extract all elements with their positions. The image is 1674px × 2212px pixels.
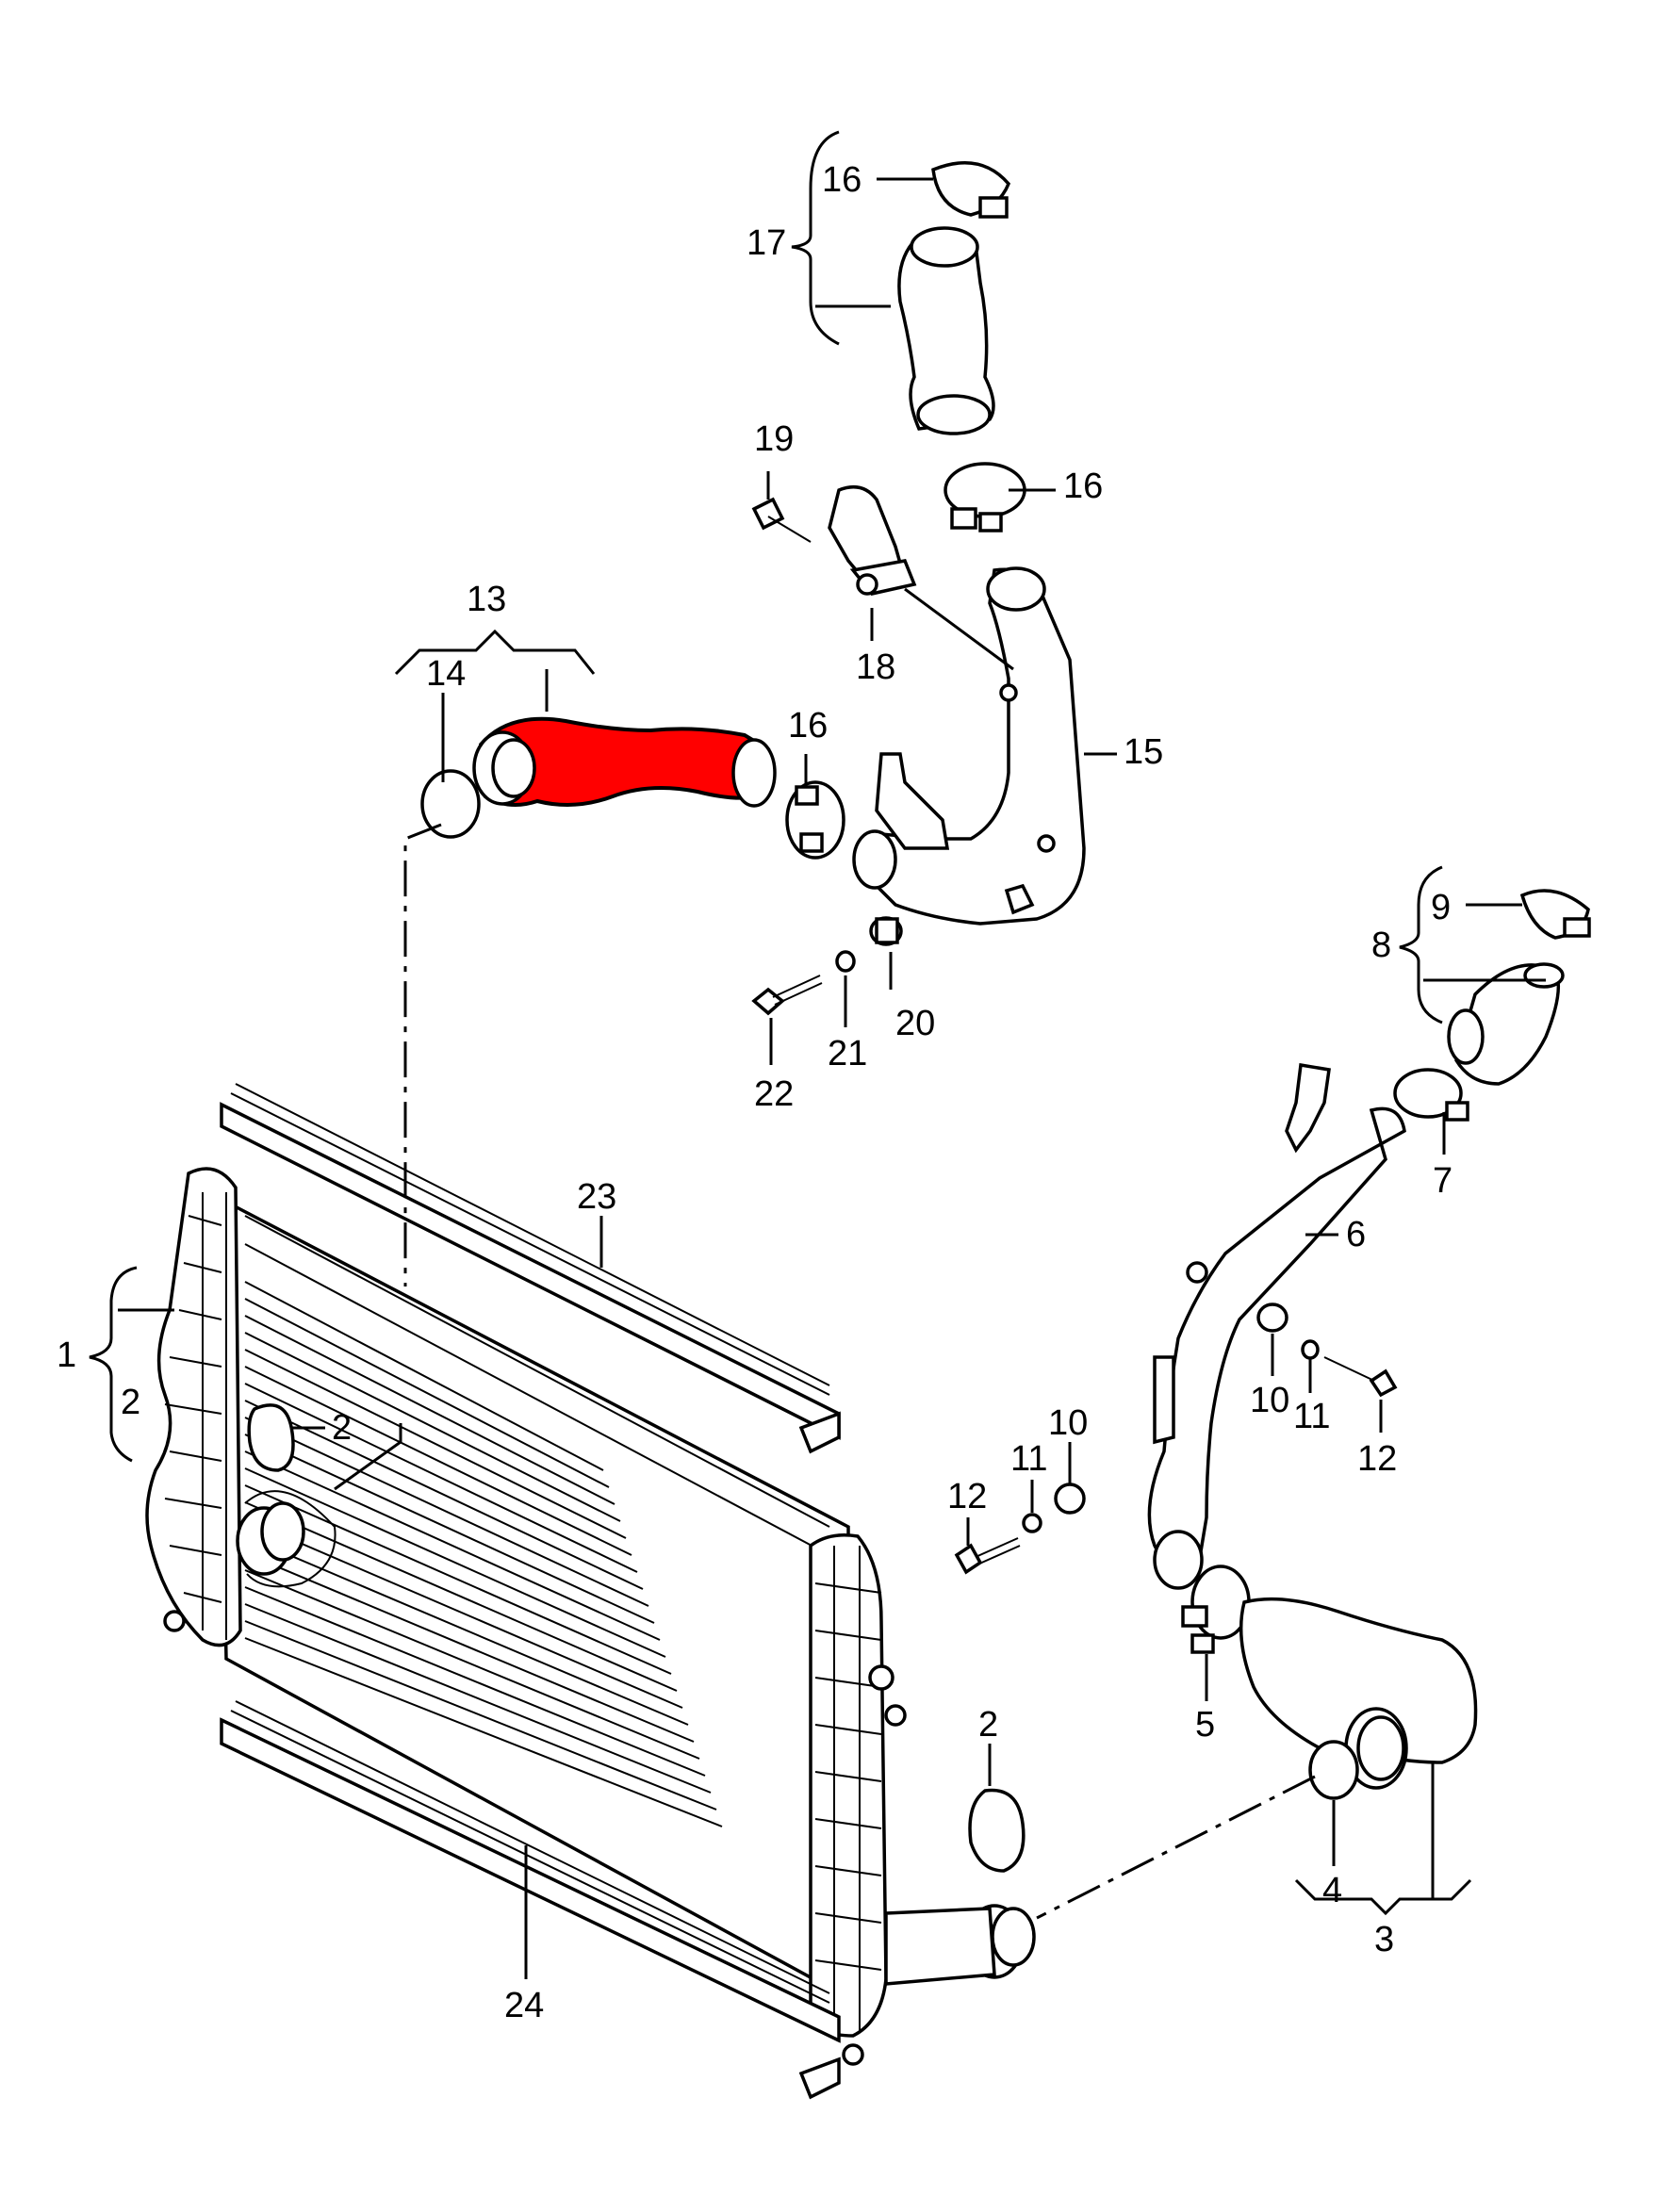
charge-air-hose-highlighted[interactable]	[472, 716, 777, 808]
callout-16-middle: 16	[788, 706, 828, 746]
callout-10-left: 10	[1048, 1403, 1088, 1443]
callout-12-right: 12	[1357, 1439, 1397, 1479]
callout-22: 22	[754, 1074, 794, 1114]
callout-2-bracket: 2	[121, 1383, 140, 1422]
upper-air-guide-rail[interactable]	[220, 1083, 841, 1454]
callout-7: 7	[1433, 1161, 1452, 1201]
small-charge-air-hose[interactable]	[1447, 962, 1565, 1086]
callout-20: 20	[895, 1004, 935, 1043]
bolt[interactable]	[751, 497, 812, 543]
upper-charge-air-hose[interactable]	[897, 226, 995, 435]
o-ring[interactable]	[1308, 1740, 1359, 1800]
callout-1: 1	[57, 1335, 76, 1375]
washer[interactable]	[835, 950, 856, 973]
hose-clamp[interactable]	[931, 161, 1011, 219]
o-ring[interactable]	[420, 769, 481, 839]
callout-23: 23	[577, 1177, 616, 1217]
intercooler[interactable]	[145, 1167, 1036, 2066]
charge-air-pipe[interactable]	[852, 566, 1086, 926]
callout-16-top: 16	[822, 160, 862, 200]
callout-24: 24	[504, 1986, 544, 2025]
hose-clamp[interactable]	[1393, 1068, 1469, 1122]
callout-4: 4	[1322, 1871, 1342, 1910]
bolt[interactable]	[954, 1537, 1021, 1575]
rubber-mount[interactable]	[1054, 1483, 1086, 1515]
callout-10-right: 10	[1250, 1381, 1289, 1420]
hose-clamp[interactable]	[785, 780, 845, 860]
callout-2-gasket: 2	[332, 1408, 352, 1448]
callout-5: 5	[1195, 1705, 1215, 1745]
washer[interactable]	[1022, 1513, 1042, 1533]
callout-18: 18	[856, 647, 895, 687]
callout-8: 8	[1371, 926, 1391, 965]
hose-clamp[interactable]	[944, 462, 1026, 533]
bolt[interactable]	[1323, 1356, 1398, 1398]
callout-17: 17	[747, 223, 786, 263]
callout-16-right: 16	[1063, 467, 1103, 506]
callout-12-left: 12	[947, 1477, 987, 1516]
pressure-sensor[interactable]	[828, 484, 917, 596]
rubber-mount[interactable]	[1256, 1303, 1288, 1333]
rubber-mount[interactable]	[869, 916, 903, 946]
callout-13: 13	[467, 580, 506, 619]
callout-6: 6	[1346, 1215, 1366, 1254]
callout-3: 3	[1374, 1920, 1394, 1959]
callout-2-lower: 2	[978, 1705, 998, 1745]
callout-15: 15	[1124, 732, 1163, 772]
callout-9: 9	[1431, 888, 1451, 927]
callout-14: 14	[426, 654, 466, 694]
callout-11-left: 11	[1010, 1439, 1047, 1479]
lower-air-guide-rail[interactable]	[220, 1700, 841, 2100]
callout-labels: 16 17 19 16 13 14 18 16 15 20 21 22 9 8 …	[57, 160, 1452, 2025]
washer[interactable]	[1301, 1339, 1320, 1360]
gasket[interactable]	[968, 1788, 1026, 1873]
gasket[interactable]	[247, 1403, 295, 1472]
charge-air-pipe-lower[interactable]	[1147, 1062, 1406, 1590]
bolt[interactable]	[751, 975, 823, 1016]
hose-clamp[interactable]	[1519, 889, 1591, 940]
callout-19: 19	[754, 419, 794, 459]
lower-charge-air-hose[interactable]	[1239, 1597, 1478, 1790]
hose-clamp[interactable]	[1181, 1565, 1251, 1654]
callout-21: 21	[828, 1034, 867, 1073]
callout-11-right: 11	[1293, 1397, 1330, 1436]
